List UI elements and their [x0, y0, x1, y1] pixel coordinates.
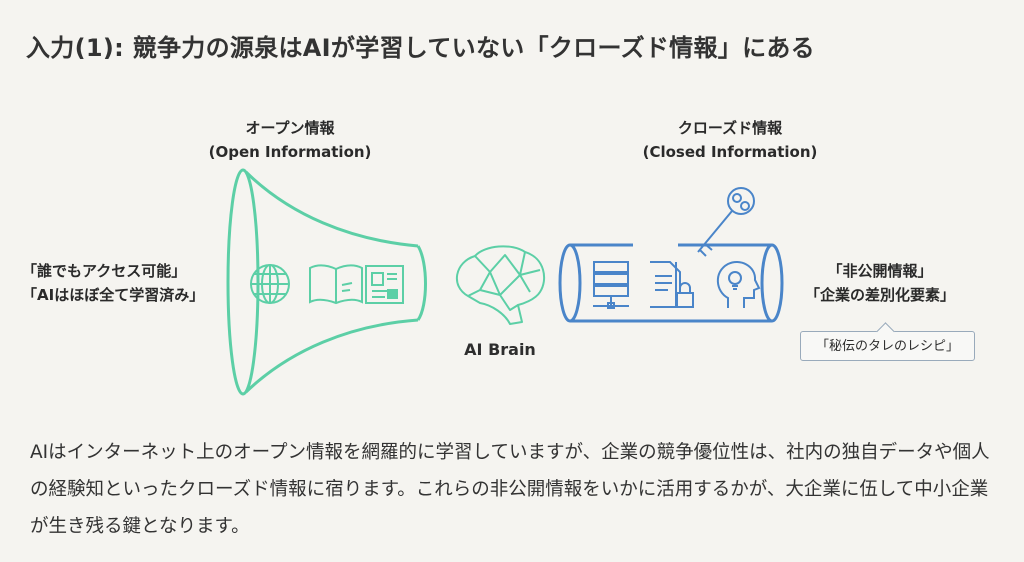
page-title: 入力(1): 競争力の源泉はAIが学習していない「クローズド情報」にある [26, 34, 815, 62]
head-lightbulb-icon [716, 261, 761, 308]
closed-info-heading: クローズド情報 (Closed Information) [620, 116, 840, 164]
open-side-text: 「誰でもアクセス可能」 「AIはほぼ全て学習済み」 [22, 259, 204, 307]
open-heading-ja: オープン情報 [245, 119, 335, 137]
newspaper-icon [365, 265, 404, 304]
secret-recipe-callout: 「秘伝のタレのレシピ」 [800, 331, 975, 361]
open-info-heading: オープン情報 (Open Information) [190, 116, 390, 164]
key-icon [697, 187, 755, 257]
brain-icon [455, 245, 546, 325]
megaphone-shape [226, 168, 427, 396]
open-side-line: 「AIはほぼ全て学習済み」 [22, 286, 205, 304]
closed-heading-ja: クローズド情報 [677, 119, 783, 137]
open-side-line: 「誰でもアクセス可能」 [22, 262, 187, 280]
globe-icon [250, 264, 290, 304]
closed-side-line: 「企業の差別化要素」 [804, 286, 955, 304]
closed-side-text: 「非公開情報」 「企業の差別化要素」 [790, 259, 970, 307]
server-icon [593, 261, 629, 309]
open-heading-en: (Open Information) [208, 143, 372, 161]
ai-brain-label: AI Brain [464, 340, 536, 359]
description-paragraph: AIはインターネット上のオープン情報を網羅的に学習していますが、企業の競争優位性… [30, 442, 990, 537]
cylinder-shape [558, 243, 784, 323]
closed-side-line: 「非公開情報」 [827, 262, 933, 280]
book-icon [309, 264, 363, 305]
locked-document-icon [650, 261, 694, 308]
closed-heading-en: (Closed Information) [642, 143, 818, 161]
